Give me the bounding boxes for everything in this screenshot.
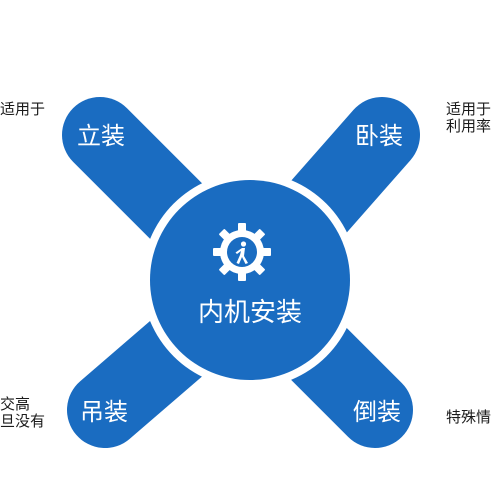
arm-label-top-left: 立装 (77, 122, 125, 150)
center-circle (150, 180, 350, 380)
side-text-bottom-right: 特殊情 (446, 408, 492, 426)
side-text-top-left: 适用于 (0, 100, 46, 118)
side-text-top-right-line2: 利用率 (446, 117, 492, 135)
arm-label-top-right: 卧装 (355, 122, 403, 150)
center-label: 内机安装 (197, 298, 302, 328)
gear-walking-person-icon (213, 223, 271, 281)
side-text-bottom-left-line1: 交高 (0, 395, 31, 413)
side-text-top-right-line1: 适用于 (446, 100, 492, 118)
arm-label-bottom-left: 吊装 (80, 398, 128, 426)
arm-label-bottom-right: 倒装 (353, 398, 401, 426)
side-text-bottom-left-line2: 旦没有 (0, 412, 46, 430)
